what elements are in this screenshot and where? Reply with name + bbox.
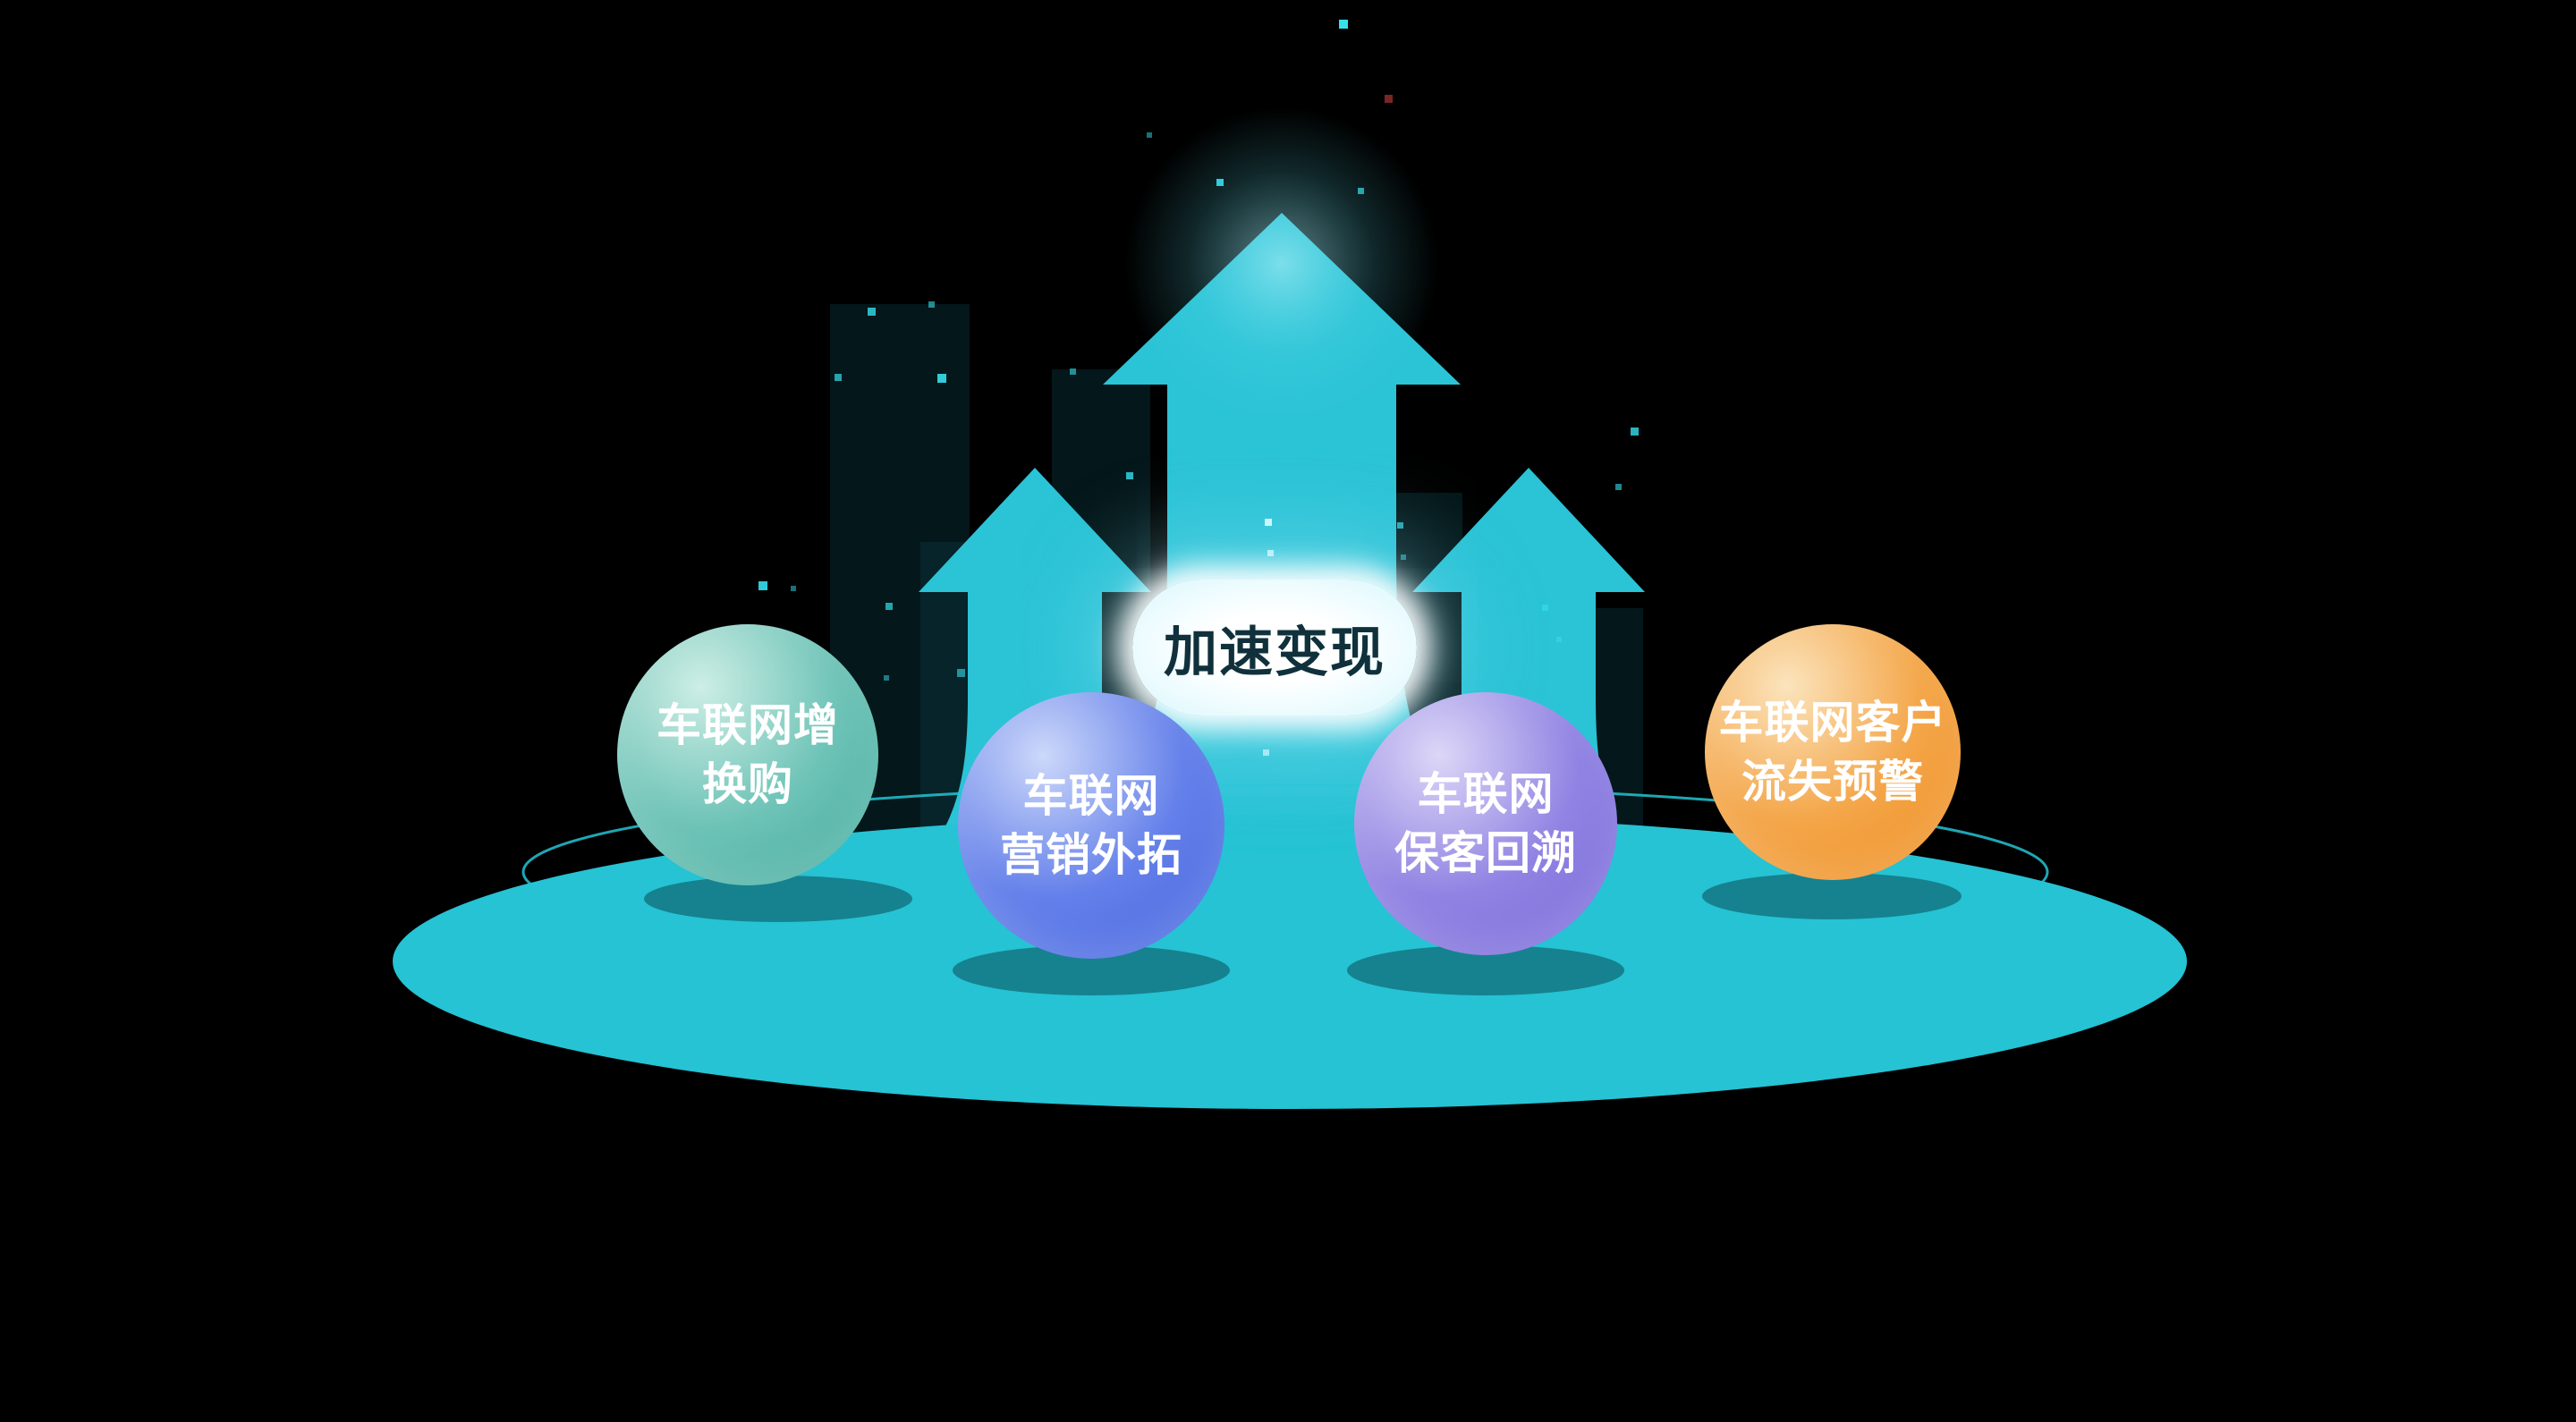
bubble-line: 保客回溯 xyxy=(1394,828,1577,878)
arrow-tip-glow xyxy=(1125,107,1438,420)
center-label: 加速变现 xyxy=(1132,580,1417,715)
bubble-line: 换购 xyxy=(702,759,793,809)
bubble-line: 流失预警 xyxy=(1741,757,1924,807)
bubble-line: 车联网 xyxy=(1417,769,1555,819)
bubble-line: 营销外拓 xyxy=(1000,830,1182,880)
bubble-iov-customer-retention: 车联网 保客回溯 xyxy=(1354,692,1617,955)
bubble-line: 车联网 xyxy=(1022,771,1160,821)
bubble-line: 车联网客户 xyxy=(1718,698,1947,748)
center-label-text: 加速变现 xyxy=(1164,622,1385,682)
bubble-iov-churn-warning: 车联网客户 流失预警 xyxy=(1705,624,1961,880)
bubble-line: 车联网增 xyxy=(657,700,839,750)
bubble-iov-marketing-expansion: 车联网 营销外拓 xyxy=(958,692,1224,959)
platform-ellipse xyxy=(393,814,2187,1109)
sphere-shadows xyxy=(644,873,1962,995)
bubble-iov-upgrade-repurchase: 车联网增 换购 xyxy=(617,624,878,885)
